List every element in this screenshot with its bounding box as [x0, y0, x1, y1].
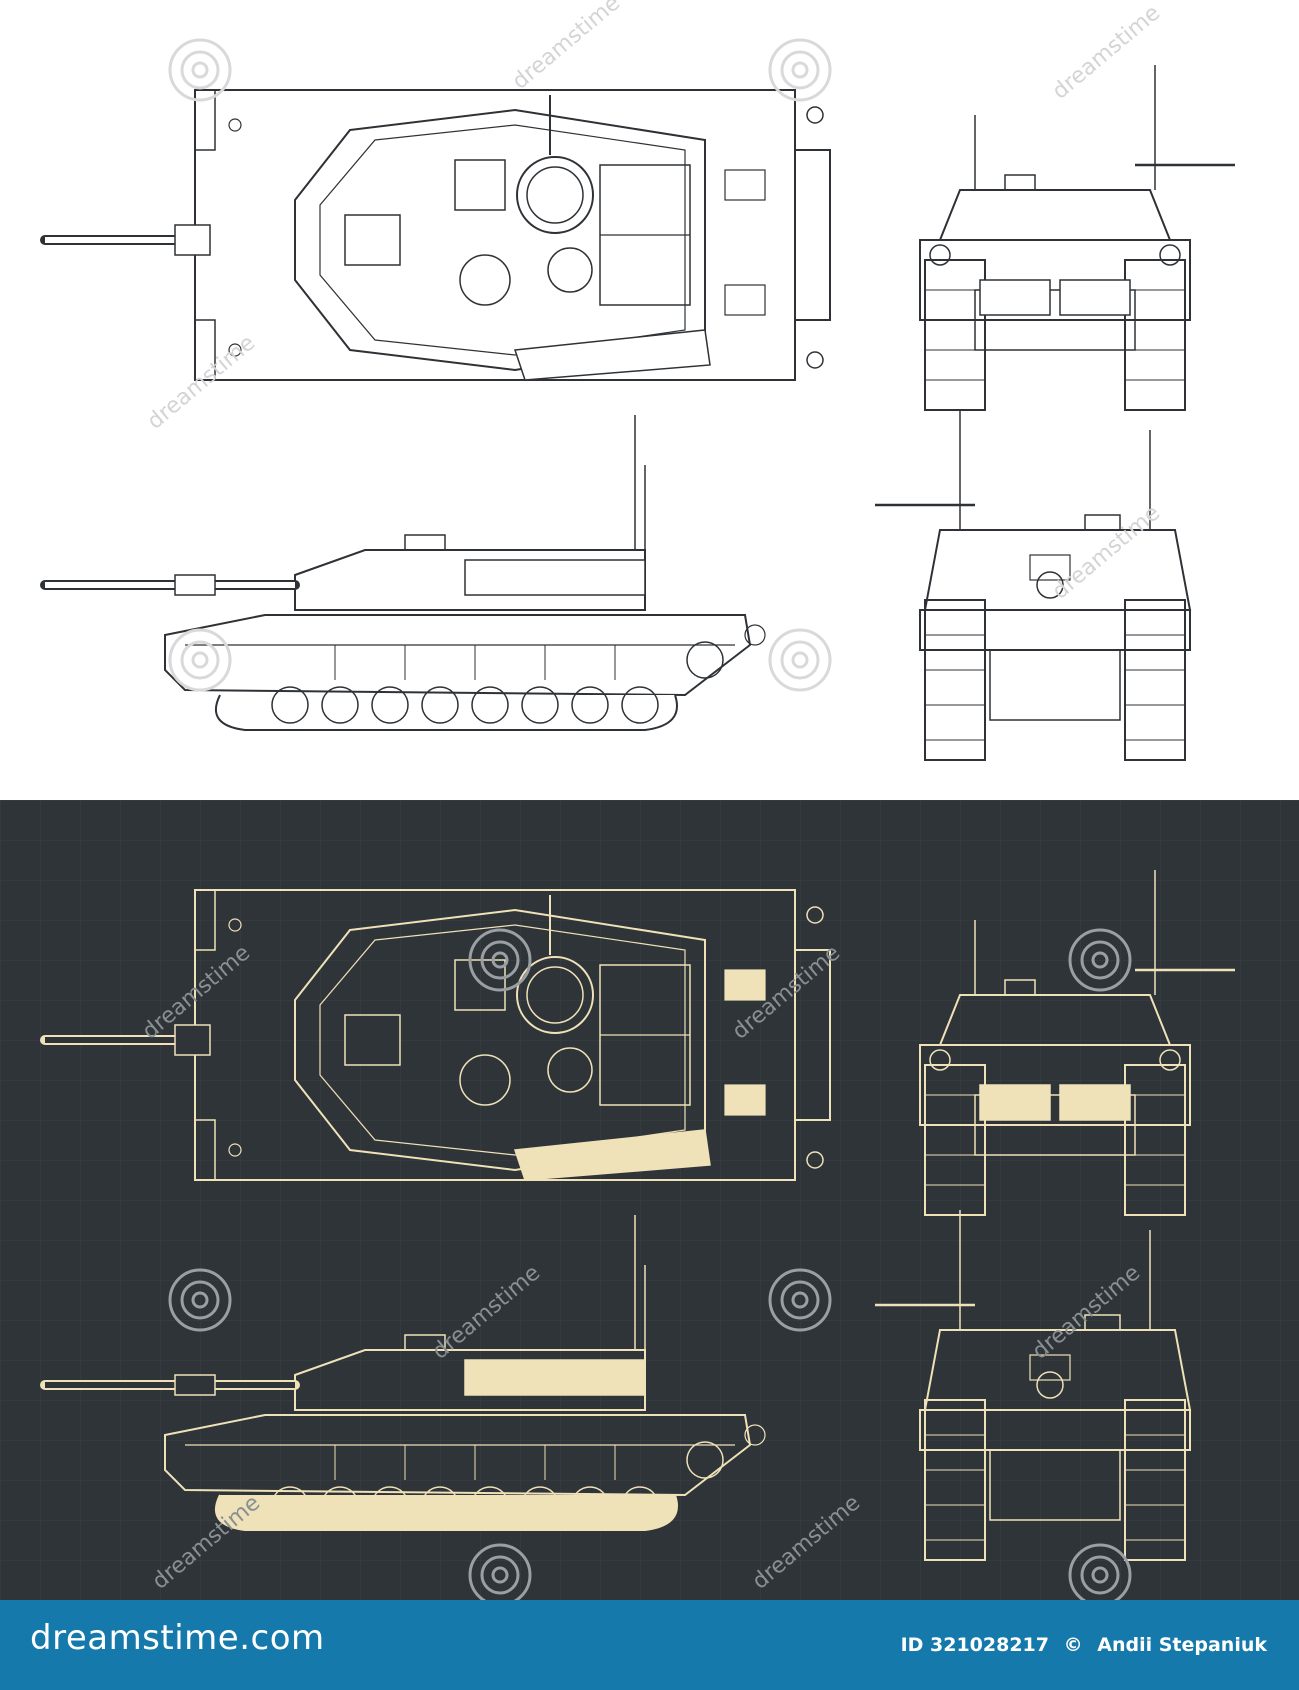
light-drawings: dreamstime dreamstime dreamstime dreamst… [0, 0, 1237, 762]
author-name[interactable]: Andii Stepaniuk [1097, 1634, 1267, 1656]
side-view-drawing [45, 415, 765, 730]
watermark-spiral-icon [168, 928, 1132, 1600]
watermark-text: dreamstime [143, 331, 260, 435]
front-view-drawing [918, 63, 1237, 412]
watermark-text: dreamstime [1048, 1, 1165, 105]
image-credit: ID 321028217 © Andii Stepaniuk [893, 1634, 1267, 1656]
watermark-text: dreamstime [508, 0, 625, 95]
blueprint-grid [0, 800, 1299, 1600]
image-id: ID 321028217 [900, 1634, 1049, 1656]
copyright-icon: © [1063, 1634, 1083, 1656]
dark-blueprint-panel: dreamstime dreamstime dreamstime dreamst… [0, 800, 1299, 1600]
watermark-text: dreamstime [1048, 501, 1165, 605]
rear-view-drawing [873, 408, 1192, 762]
top-view-drawing [45, 90, 830, 380]
dark-drawings: dreamstime dreamstime dreamstime dreamst… [0, 800, 1299, 1600]
stock-footer-bar: dreamstime.com ID 321028217 © Andii Step… [0, 1600, 1299, 1690]
watermark-spiral-icon [168, 38, 832, 692]
light-blueprint-panel: dreamstime dreamstime dreamstime dreamst… [0, 0, 1299, 800]
site-logo[interactable]: dreamstime.com [30, 1618, 325, 1658]
